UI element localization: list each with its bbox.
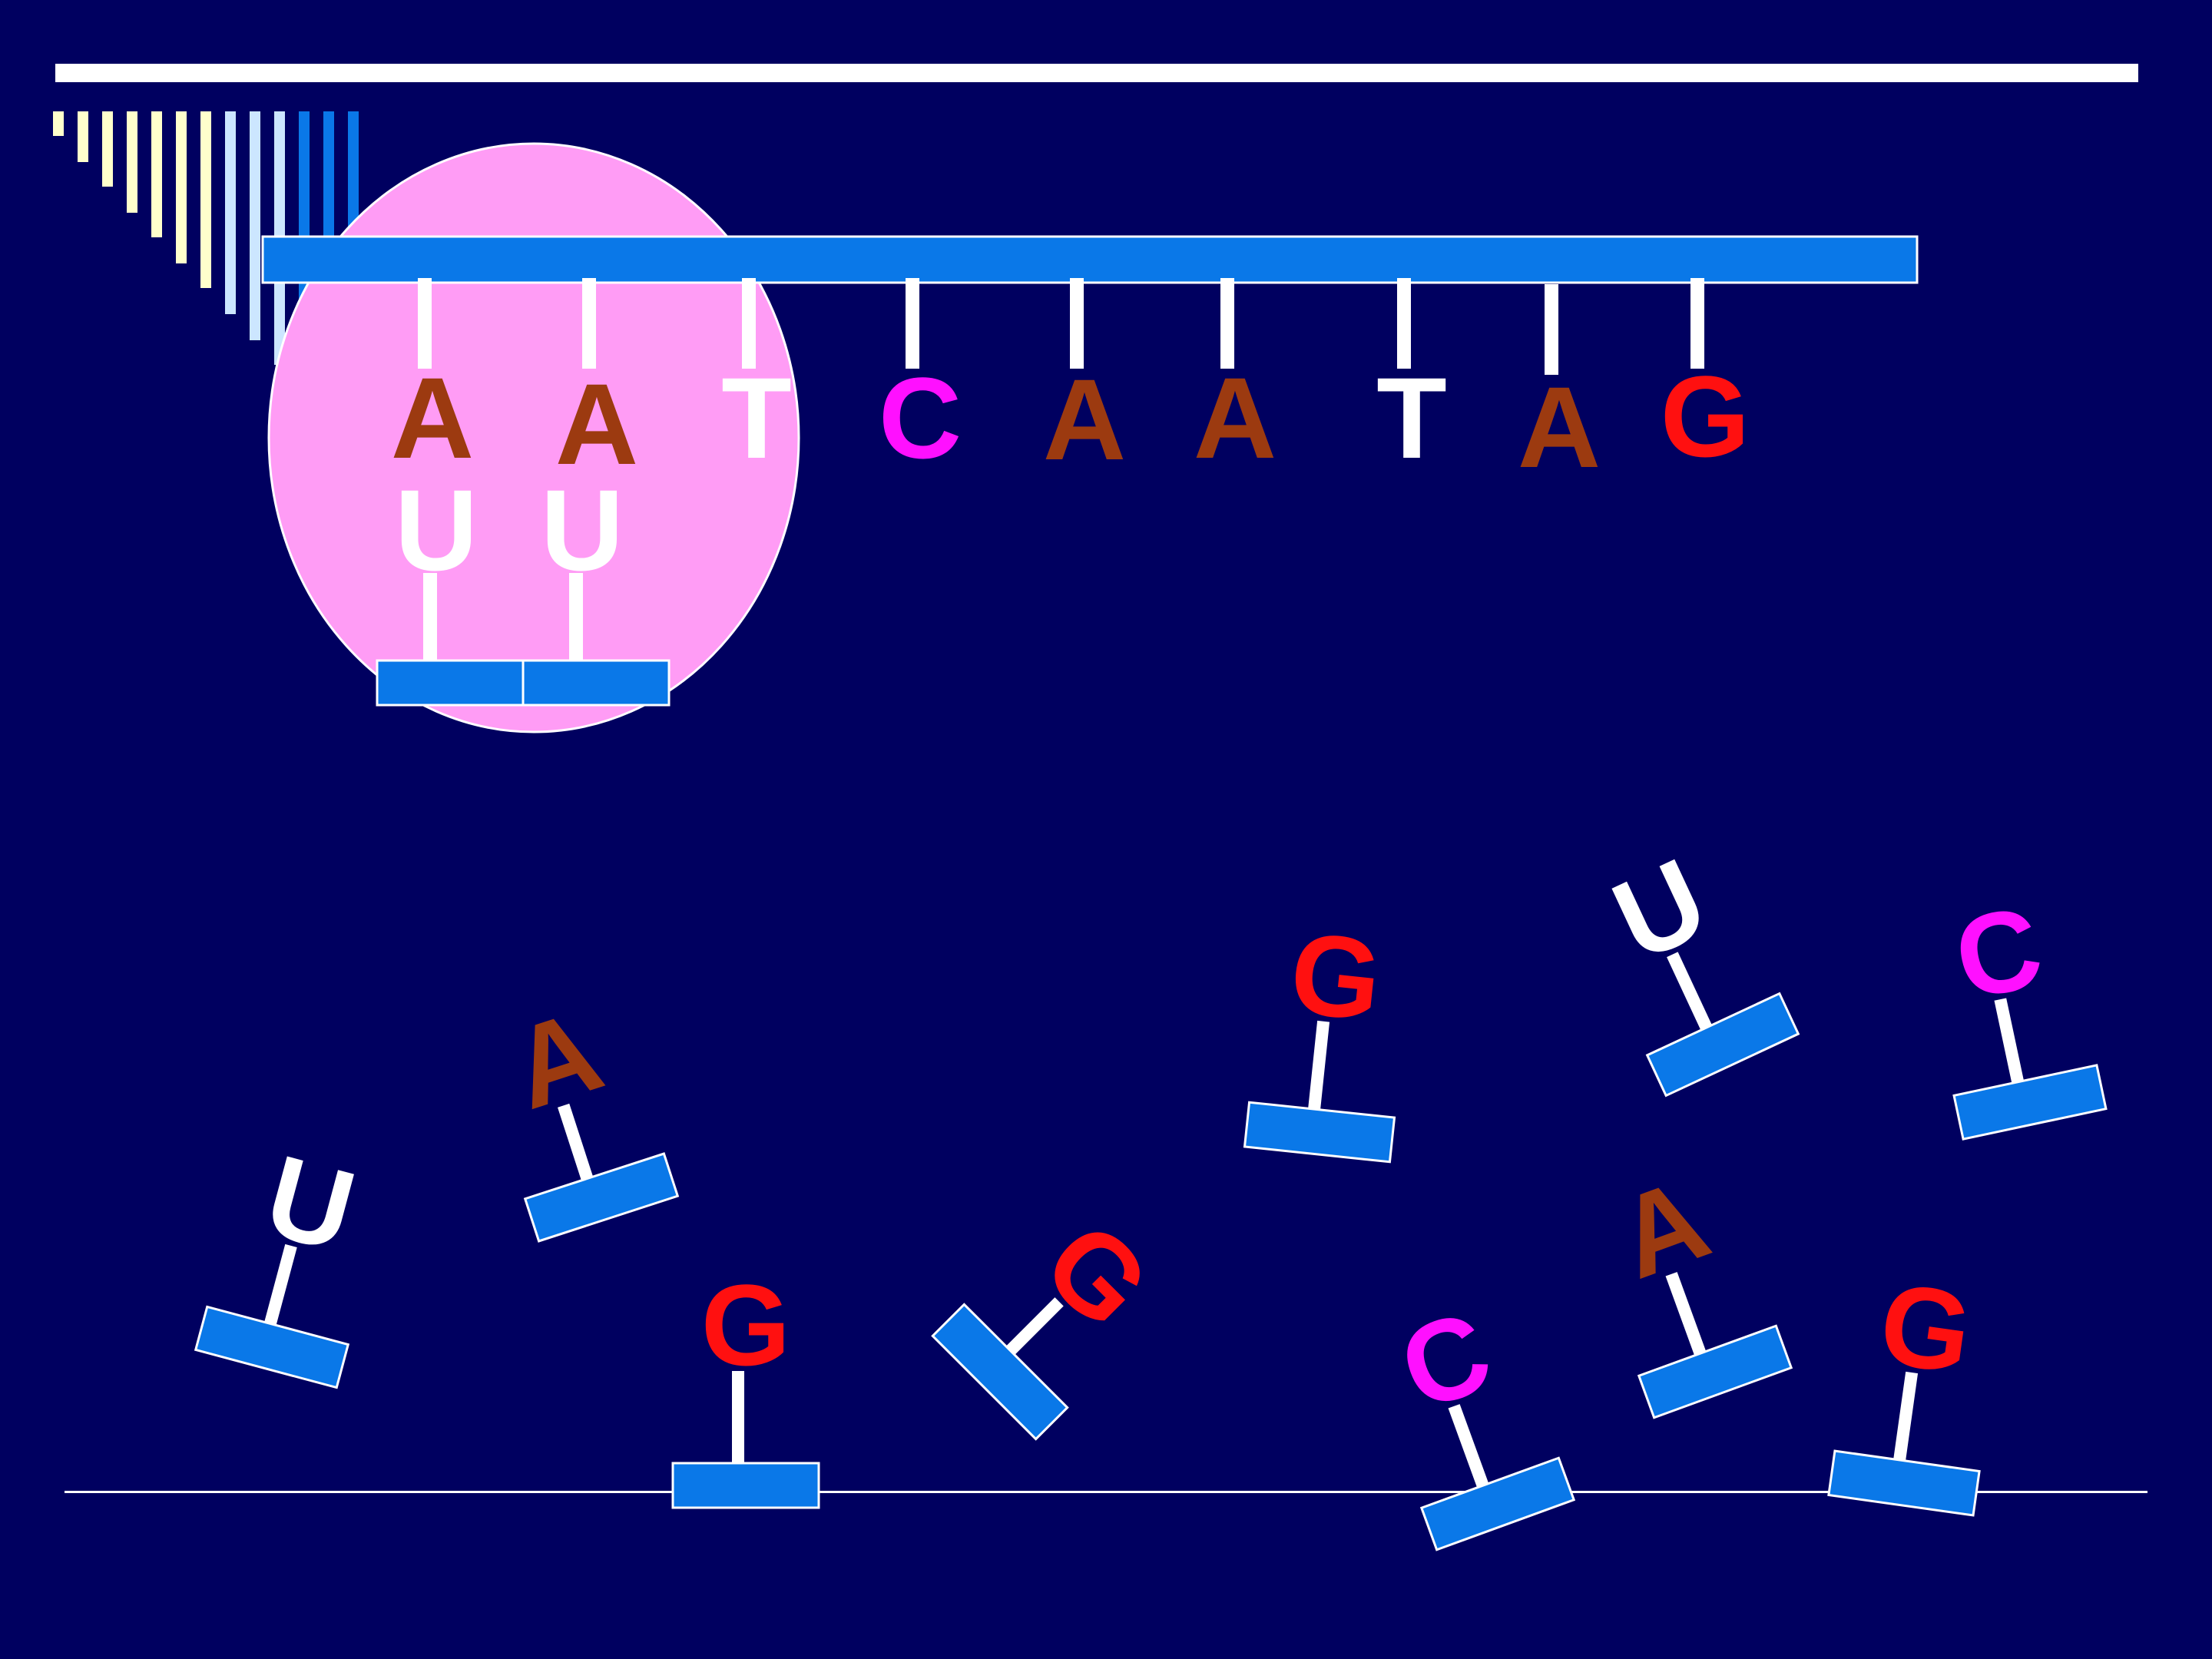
sugar-phosphate-block bbox=[1645, 992, 1800, 1098]
decorative-bar bbox=[151, 111, 162, 237]
nucleotide-connector bbox=[1448, 1404, 1489, 1488]
rna-polymerase-ellipse bbox=[267, 142, 800, 733]
nucleotide-connector bbox=[1665, 1272, 1707, 1356]
free-base-g: G bbox=[1285, 907, 1388, 1045]
sugar-phosphate-block bbox=[523, 1152, 680, 1243]
free-base-g: G bbox=[1873, 1258, 1979, 1399]
nucleotide-connector bbox=[1005, 1297, 1064, 1356]
decorative-bar bbox=[225, 111, 236, 314]
free-nucleotide: C bbox=[1944, 881, 2108, 1141]
template-base-t: T bbox=[721, 353, 792, 482]
template-base-c: C bbox=[879, 353, 962, 482]
template-base-a: A bbox=[391, 353, 474, 482]
decorative-bar bbox=[200, 111, 211, 288]
paired-rna-sugar-block bbox=[376, 659, 525, 707]
free-nucleotide: G bbox=[1827, 1258, 1981, 1517]
paired-rna-sugar-block bbox=[522, 659, 671, 707]
template-strand-backbone bbox=[261, 235, 1919, 284]
sugar-phosphate-block bbox=[1952, 1064, 2108, 1141]
template-base-g: G bbox=[1661, 352, 1750, 481]
nucleotide-connector bbox=[558, 1103, 594, 1181]
template-base-a: A bbox=[1043, 355, 1126, 484]
sugar-phosphate-block bbox=[931, 1303, 1069, 1441]
decorative-bar bbox=[102, 111, 113, 187]
sugar-phosphate-block bbox=[1637, 1324, 1793, 1419]
nucleotide-connector bbox=[264, 1243, 297, 1326]
free-base-g: G bbox=[701, 1260, 791, 1389]
sugar-phosphate-block bbox=[671, 1462, 820, 1509]
decorative-bar bbox=[250, 111, 260, 340]
template-base-a: A bbox=[1194, 353, 1277, 482]
sugar-phosphate-block bbox=[1827, 1449, 1981, 1517]
sugar-phosphate-block bbox=[1419, 1456, 1576, 1551]
template-base-a: A bbox=[555, 359, 638, 488]
decorative-bar bbox=[176, 111, 187, 263]
sugar-phosphate-block bbox=[1243, 1101, 1396, 1164]
nucleotide-connector bbox=[1994, 998, 2025, 1084]
top-rule bbox=[55, 64, 2138, 82]
bottom-rule bbox=[65, 1491, 2147, 1493]
free-nucleotide: G bbox=[671, 1260, 820, 1509]
free-nucleotide: G bbox=[1243, 907, 1396, 1164]
nucleotide-connector bbox=[1893, 1371, 1919, 1462]
nucleotide-connector bbox=[1667, 952, 1712, 1031]
decorative-bar bbox=[53, 111, 64, 136]
template-base-a: A bbox=[1518, 363, 1601, 492]
sugar-phosphate-block bbox=[194, 1305, 350, 1389]
decorative-bar bbox=[78, 111, 88, 162]
template-base-t: T bbox=[1376, 353, 1447, 482]
nucleotide-connector bbox=[1308, 1020, 1330, 1110]
decorative-bar bbox=[127, 111, 137, 213]
